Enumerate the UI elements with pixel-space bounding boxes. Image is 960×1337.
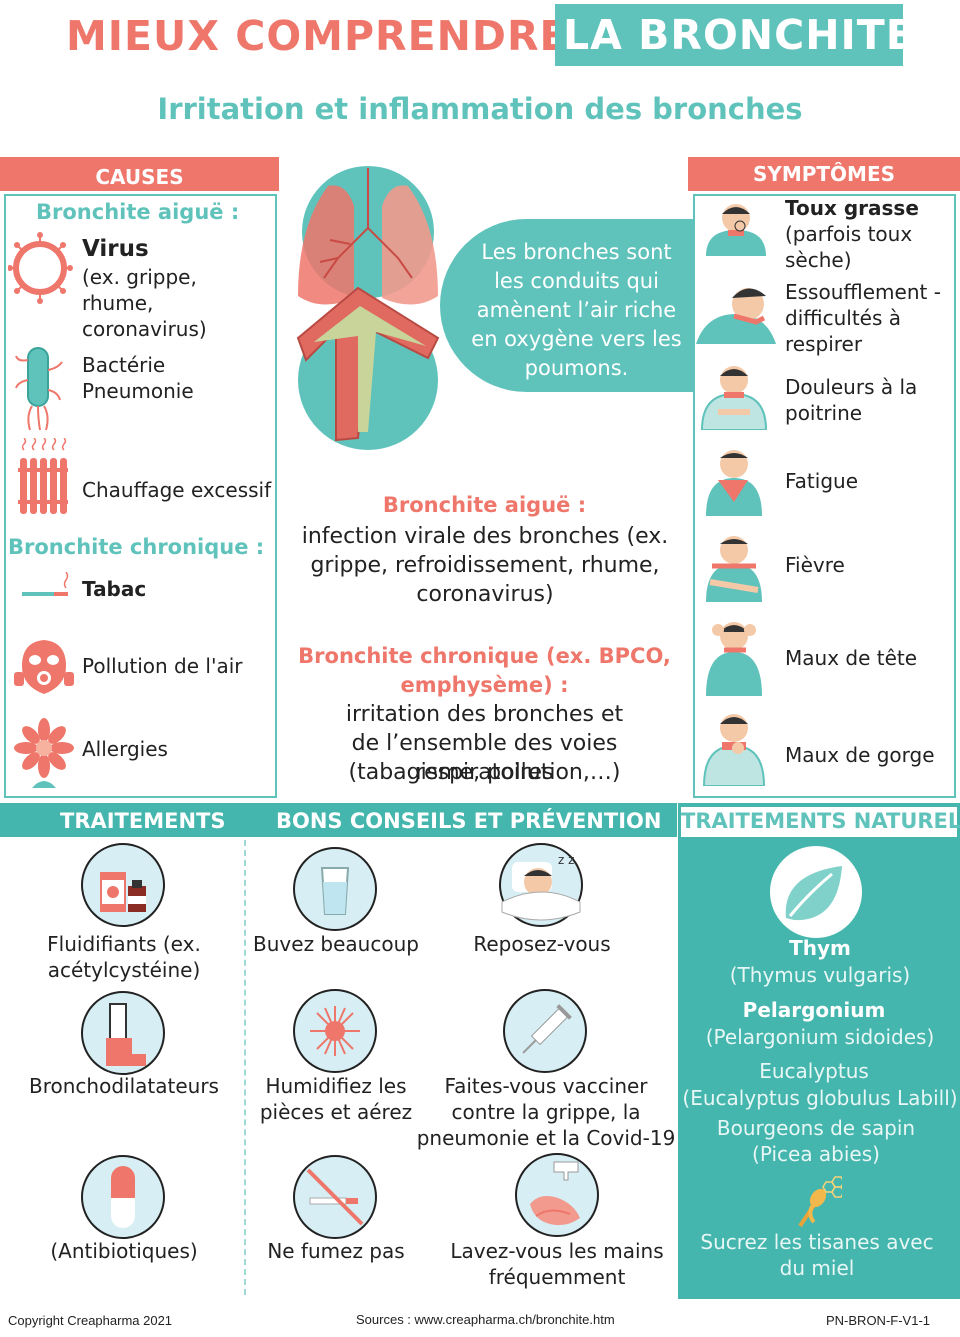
chronic-text-3: (tabagisme, pollution,…) — [348, 760, 621, 785]
symptom-7: Maux de gorge — [785, 743, 935, 767]
hand-washing-icon — [515, 1153, 599, 1237]
no-smoking-icon — [293, 1155, 377, 1239]
symptom-5: Fièvre — [785, 553, 845, 577]
humidifier-icon — [293, 989, 377, 1073]
tobacco-label: Tabac — [82, 577, 147, 601]
headache-person-icon — [706, 622, 762, 696]
causes-box — [4, 194, 277, 798]
lungs-illustration — [296, 166, 440, 450]
document-code: PN-BRON-F-V1-1 — [826, 1313, 931, 1328]
bacteria-icon — [15, 347, 63, 431]
symptom-1: Toux grasse (parfois toux sèche) — [785, 195, 945, 273]
flower-icon — [14, 718, 74, 788]
advice-1: Buvez beaucoup — [253, 932, 419, 956]
breathless-person-icon — [696, 288, 776, 344]
bottom-band — [0, 803, 677, 837]
thyme-label: Thym — [789, 936, 851, 960]
sleeping-person-icon: z z — [499, 843, 583, 927]
title-part-2: LA BRONCHITE — [555, 4, 914, 66]
cough-person-icon — [706, 204, 766, 256]
chest-pain-person-icon — [700, 366, 768, 430]
honey-label: Sucrez les tisanes avec du miel — [700, 1230, 934, 1280]
chronic-text-1: irritation des bronches et — [345, 702, 624, 727]
pelargonium-latin: (Pelargonium sidoides) — [705, 1025, 935, 1049]
gas-mask-icon — [14, 640, 74, 694]
page-title: MIEUX COMPRENDRE LA BRONCHITE — [0, 2, 960, 66]
leaf-icon — [770, 846, 862, 938]
syrup-icon — [81, 843, 165, 927]
pelargonium-label: Pelargonium — [742, 998, 886, 1022]
svg-text:z z: z z — [558, 853, 574, 867]
symptom-4: Fatigue — [785, 469, 858, 493]
sources-link[interactable]: Sources : www.creapharma.ch/bronchite.ht… — [356, 1312, 615, 1327]
acute-text: infection virale des bronches (ex. gripp… — [301, 524, 669, 607]
advice-2: Reposez-vous — [473, 932, 611, 956]
causes-header: CAUSES — [0, 157, 279, 191]
virus-title: Virus — [82, 236, 149, 262]
advice-6: Lavez-vous les mains fréquemment — [450, 1239, 664, 1289]
capsule-icon — [81, 1155, 165, 1239]
column-divider — [244, 840, 246, 1295]
title-part-1: MIEUX COMPRENDRE — [66, 12, 569, 60]
eucalyptus-latin: (Eucalyptus globulus Labill) — [682, 1086, 958, 1110]
fever-person-icon — [706, 536, 762, 602]
radiator-icon — [18, 438, 68, 514]
thyme-latin: (Thymus vulgaris) — [729, 963, 911, 987]
virus-icon — [8, 232, 73, 304]
treatments-header: TRAITEMENTS — [60, 809, 226, 833]
fir-label: Bourgeons de sapin — [716, 1116, 916, 1140]
symptom-1-bold: Toux grasse — [785, 196, 919, 220]
symptom-1-text: (parfois toux sèche) — [785, 222, 913, 272]
copyright: Copyright Creapharma 2021 — [8, 1313, 173, 1328]
advice-3: Humidifiez les pièces et aérez — [259, 1074, 413, 1124]
inhaler-icon — [81, 991, 165, 1075]
fir-latin: (Picea abies) — [752, 1142, 880, 1166]
advice-4: Faites-vous vacciner contre la grippe, l… — [416, 1074, 676, 1150]
chronic-title: Bronchite chronique (ex. BPCO, emphysème… — [298, 644, 671, 697]
sore-throat-person-icon — [702, 714, 766, 786]
virus-detail: (ex. grippe, rhume, coronavirus) — [82, 265, 207, 341]
allergies-label: Allergies — [82, 737, 168, 761]
treatment-1: Fluidifiants (ex. acétylcystéine) — [47, 932, 201, 982]
causes-acute-heading: Bronchite aiguë : — [36, 200, 240, 224]
symptom-2: Essoufflement - difficultés à respirer — [785, 280, 941, 356]
fatigue-person-icon — [706, 450, 762, 516]
advice-header: BONS CONSEILS ET PRÉVENTION — [276, 809, 662, 833]
info-bubble — [440, 219, 693, 392]
causes-chronic-heading: Bronchite chronique : — [8, 535, 265, 559]
treatment-3: (Antibiotiques) — [50, 1239, 198, 1263]
water-glass-icon — [293, 847, 377, 931]
subtitle: Irritation et inflammation des bronches — [157, 92, 803, 126]
bacteria-label: Bactérie Pneumonie — [82, 353, 194, 403]
heating-label: Chauffage excessif — [82, 478, 272, 502]
symptoms-box — [693, 194, 956, 798]
symptoms-header: SYMPTÔMES — [688, 157, 960, 191]
natural-header-bg — [681, 807, 957, 837]
natural-header: TRAITEMENTS NATURELS — [681, 809, 960, 833]
symptom-3: Douleurs à la poitrine — [785, 375, 918, 425]
treatment-2: Bronchodilatateurs — [29, 1074, 219, 1098]
eucalyptus-label: Eucalyptus — [759, 1059, 869, 1083]
acute-title: Bronchite aiguë : — [382, 493, 587, 517]
pollution-label: Pollution de l'air — [82, 654, 243, 678]
cigarette-icon — [22, 572, 69, 596]
advice-5: Ne fumez pas — [267, 1239, 405, 1263]
vaccine-syringe-icon — [503, 989, 587, 1073]
symptom-6: Maux de tête — [785, 646, 918, 670]
chronic-text-2: de l’ensemble des voies respiratoires — [351, 731, 618, 785]
honey-dipper-icon — [798, 1176, 842, 1228]
info-bubble-text: Les bronches sont les conduits qui amène… — [471, 240, 682, 380]
